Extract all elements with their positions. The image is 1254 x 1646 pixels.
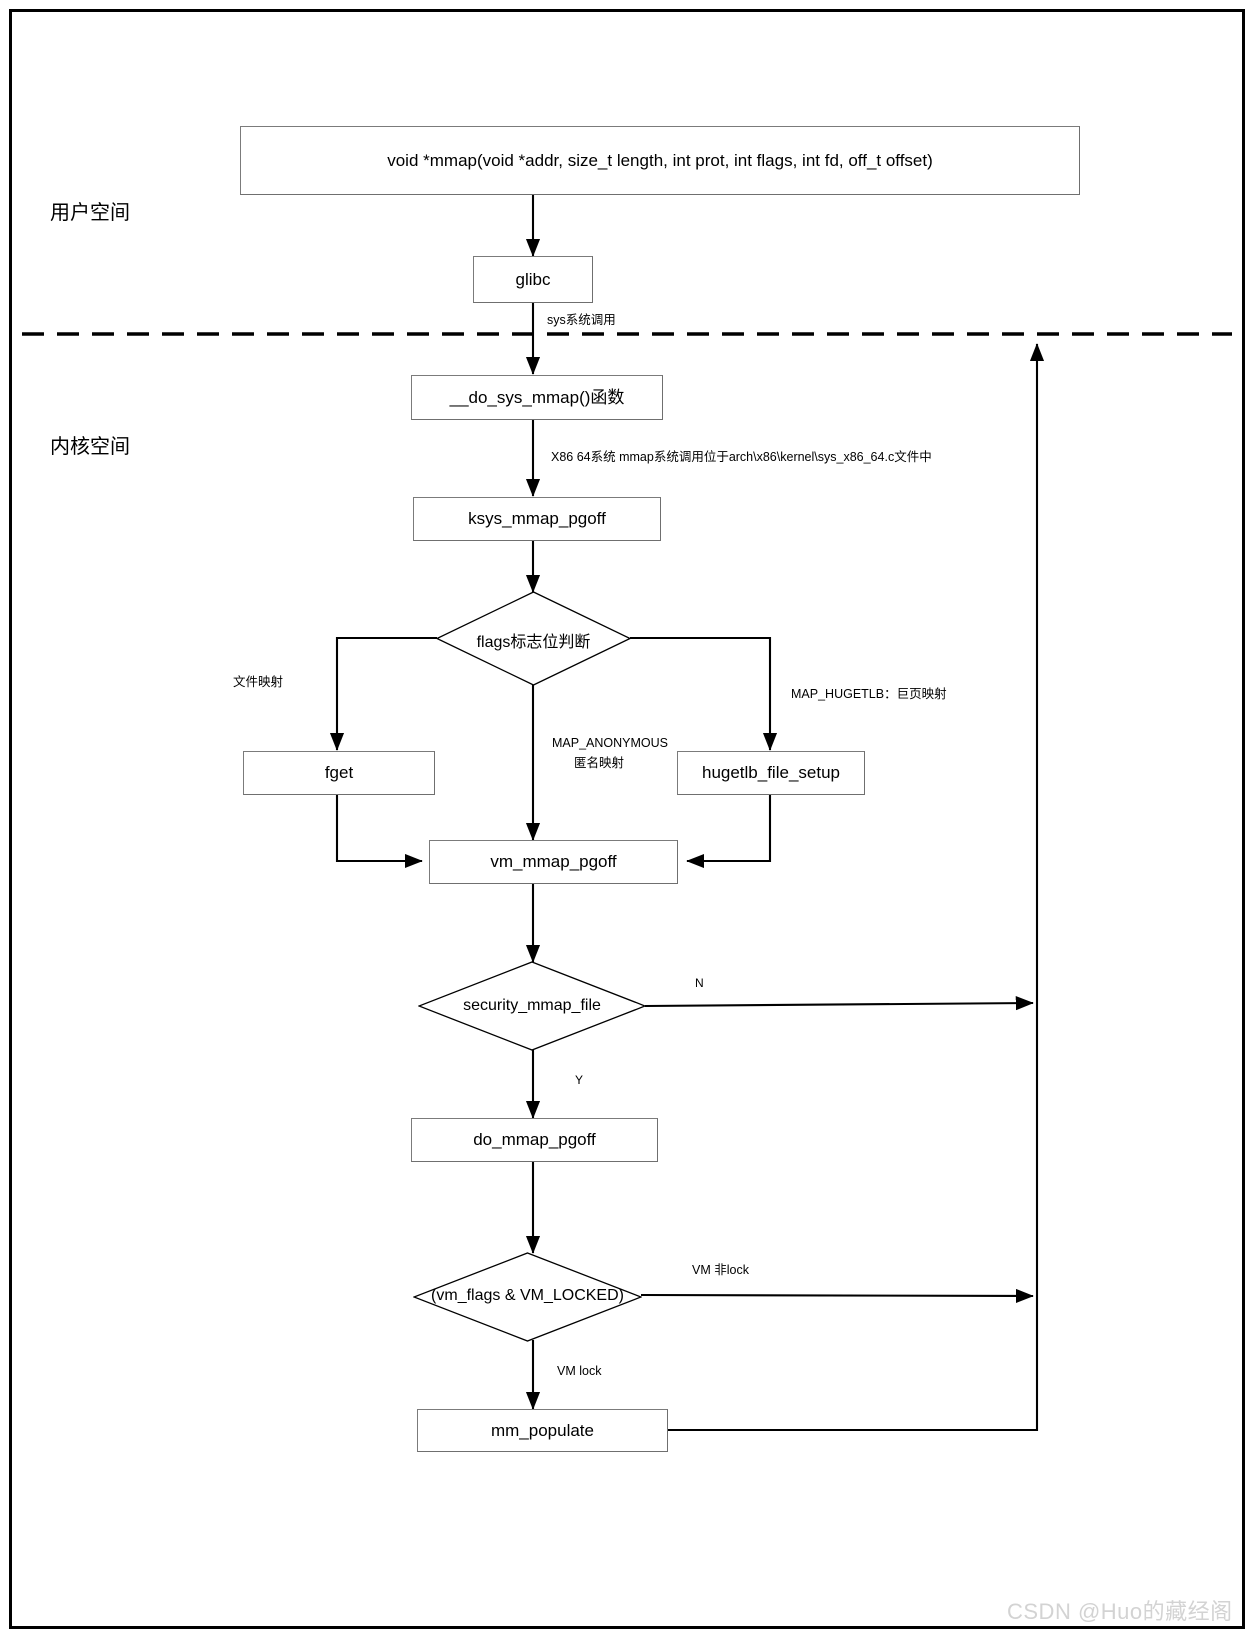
edge-label-security-y: Y xyxy=(575,1073,584,1087)
page-border xyxy=(9,9,1245,1629)
edge-label-sys-call: sys系统调用 xyxy=(547,313,616,327)
node-fget-label: fget xyxy=(324,763,354,783)
edge-label-map-anonymous-line2: 匿名映射 xyxy=(574,756,625,770)
node-mmap-signature[interactable]: void *mmap(void *addr, size_t length, in… xyxy=(240,126,1080,195)
node-hugetlb-file-setup-label: hugetlb_file_setup xyxy=(701,763,840,783)
node-security-mmap-file[interactable] xyxy=(418,961,646,1051)
edge-label-file-mapping: 文件映射 xyxy=(233,675,284,689)
edge-label-security-n: N xyxy=(695,976,704,990)
node-ksys-mmap-pgoff-label: ksys_mmap_pgoff xyxy=(468,509,606,529)
node-hugetlb-file-setup[interactable]: hugetlb_file_setup xyxy=(677,751,865,795)
node-flags-decision-label: flags标志位判断 xyxy=(476,634,591,651)
edge-label-vm-lock: VM lock xyxy=(557,1364,602,1378)
zone-label-user-space: 用户空间 xyxy=(50,202,130,224)
node-mm-populate[interactable]: mm_populate xyxy=(417,1409,668,1452)
node-flags-decision[interactable] xyxy=(436,591,631,686)
node-vm-locked-check[interactable] xyxy=(413,1252,642,1342)
node-mmap-signature-label: void *mmap(void *addr, size_t length, in… xyxy=(387,150,933,170)
node-do-mmap-pgoff[interactable]: do_mmap_pgoff xyxy=(411,1118,658,1162)
edge-label-map-anonymous-line1: MAP_ANONYMOUS xyxy=(552,736,668,750)
watermark: CSDN @Huo的藏经阁 xyxy=(1007,1599,1233,1624)
node-fget[interactable]: fget xyxy=(243,751,435,795)
node-vm-locked-check-label: (vm_flags & VM_LOCKED) xyxy=(431,1287,624,1304)
node-do-sys-mmap[interactable]: __do_sys_mmap()函数 xyxy=(411,375,663,420)
node-security-mmap-file-label: security_mmap_file xyxy=(463,997,601,1014)
node-glibc[interactable]: glibc xyxy=(473,256,593,303)
node-do-sys-mmap-label: __do_sys_mmap()函数 xyxy=(449,387,625,407)
node-glibc-label: glibc xyxy=(515,269,551,289)
node-mm-populate-label: mm_populate xyxy=(490,1420,594,1440)
node-vm-mmap-pgoff[interactable]: vm_mmap_pgoff xyxy=(429,840,678,884)
edge-label-x86-note: X86 64系统 mmap系统调用位于arch\x86\kernel\sys_x… xyxy=(551,450,932,464)
node-do-mmap-pgoff-label: do_mmap_pgoff xyxy=(473,1130,596,1150)
node-ksys-mmap-pgoff[interactable]: ksys_mmap_pgoff xyxy=(413,497,661,541)
edge-label-vm-not-lock: VM 非lock xyxy=(692,1263,749,1277)
node-vm-mmap-pgoff-label: vm_mmap_pgoff xyxy=(490,852,617,872)
zone-label-kernel-space: 内核空间 xyxy=(50,436,130,458)
edge-label-map-hugetlb: MAP_HUGETLB：巨页映射 xyxy=(791,687,947,701)
